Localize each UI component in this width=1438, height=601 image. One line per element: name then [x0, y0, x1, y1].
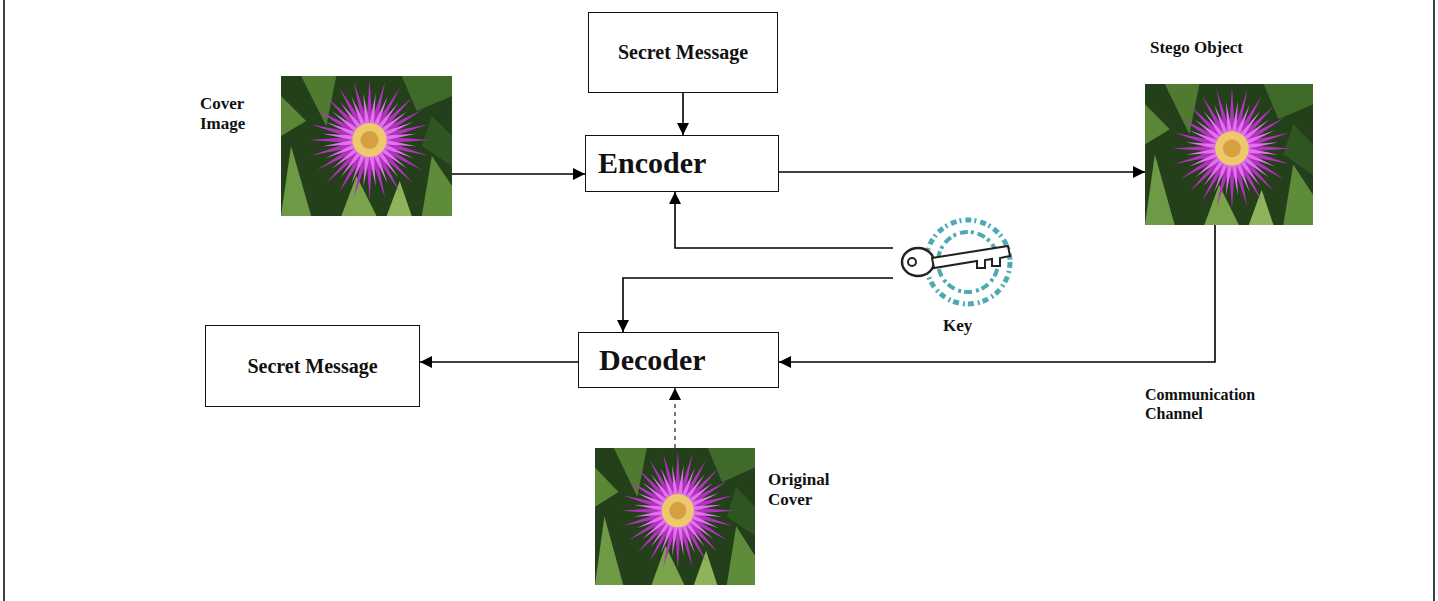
flow-arrow [623, 278, 893, 332]
output-box: Secret Message [205, 325, 420, 407]
frame-line [3, 0, 5, 601]
figure-label: Original Cover [768, 470, 838, 509]
flow-arrow [779, 225, 1215, 362]
edge-label: Communication Channel [1145, 385, 1263, 423]
key-node: Key [893, 218, 1045, 338]
box-label: Decoder [599, 343, 706, 378]
figure-label: Stego Object [1150, 38, 1243, 58]
key-illustration [902, 220, 1010, 304]
box-label: Secret Message [247, 355, 377, 378]
cover-image-picture [281, 76, 452, 216]
image-node: Stego Object [1145, 38, 1313, 225]
figure-label: Cover Image [200, 94, 260, 133]
flow-arrow [779, 171, 1145, 173]
image-node: Cover Image [195, 76, 452, 216]
box-label: Secret Message [618, 41, 748, 64]
flow-arrow [452, 173, 585, 175]
input-box: Secret Message [588, 12, 778, 93]
frame-line [1433, 0, 1435, 601]
stego-image-picture [1145, 84, 1313, 225]
process-box: Encoder [585, 135, 779, 192]
process-box: Decoder [578, 332, 779, 388]
image-node: Original Cover [595, 448, 845, 585]
box-label: Encoder [598, 146, 706, 181]
flow-arrow [420, 361, 578, 363]
original-cover-picture [595, 448, 755, 585]
flow-arrow [682, 93, 684, 135]
flow-arrow [675, 192, 893, 248]
dashed-arrow [674, 388, 676, 448]
figure-label: Key [943, 316, 972, 336]
